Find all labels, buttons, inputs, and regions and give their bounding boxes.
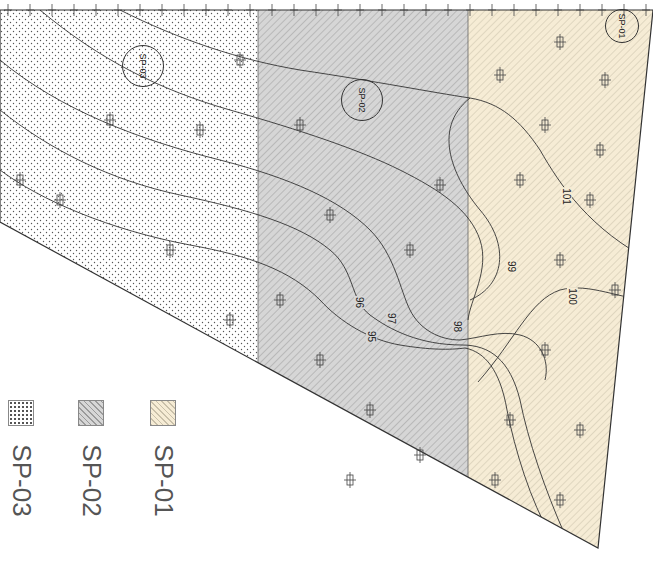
sample-cross [294,117,306,133]
sample-circle: SP-03 [122,45,164,87]
sample-cross [504,412,516,428]
grid-tick [554,10,562,11]
contour-label-box: 97 [386,313,399,324]
sample-circle: SP-02 [341,79,383,121]
sample-cross [609,282,621,298]
grid-tick [136,10,144,11]
legend-label: SP-03 [6,444,37,516]
grid-tick [642,10,650,11]
sample-cross [104,112,116,128]
grid-tick [378,10,386,11]
contour-elevation: 100 [567,287,578,306]
sample-cross [489,472,501,488]
contour-label-box: 95 [366,331,379,342]
sample-cross [224,312,236,328]
sample-cross [584,192,596,208]
sample-cross [574,422,586,438]
grid-tick [290,10,298,11]
sample-cross [539,342,551,358]
grid-tick [4,10,12,11]
grid-tick [510,10,518,11]
legend-entry: SP-03 [0,465,57,496]
contour-label-box: 96 [354,297,367,308]
sample-cross [599,72,611,88]
grid-tick [114,10,122,11]
sample-id: SP-03 [138,53,148,78]
sample-cross [234,52,246,68]
sample-cross [314,352,326,368]
grid-tick [48,10,56,11]
grid-tick [598,10,606,11]
sample-cross [274,292,286,308]
grid-tick [70,10,78,11]
sample-cross [539,117,551,133]
sample-cross [194,122,206,138]
grid-tick [180,10,188,11]
sample-cross [164,242,176,258]
grid-tick [466,10,474,11]
sample-cross [594,142,606,158]
legend-swatch [78,400,104,426]
sample-cross [404,242,416,258]
grid-tick [246,10,254,11]
sample-cross [414,447,426,463]
contour-label-box: 100 [563,291,582,302]
grid-tick [224,10,232,11]
sample-cross [494,67,506,83]
legend-label: SP-01 [148,444,179,516]
sample-cross [344,472,356,488]
legend-entry: SP-02 [55,465,127,496]
sample-cross [364,402,376,418]
sample-cross [554,34,566,50]
grid-tick [92,10,100,11]
contour-elevation: 96 [355,295,366,308]
sample-cross [554,492,566,508]
grid-tick [202,10,210,11]
sample-cross [324,207,336,223]
contour-label-box: 99 [506,261,519,272]
contour-label-box: 98 [452,321,465,332]
grid-tick [532,10,540,11]
grid-tick [334,10,342,11]
legend-swatch [150,400,176,426]
legend-entry: SP-01 [127,465,199,496]
grid-tick [312,10,320,11]
grid-tick [356,10,364,11]
sample-circle: SP-01 [605,9,639,43]
grid-tick [444,10,452,11]
contour-elevation: 101 [561,187,572,206]
sample-id: SP-01 [617,13,627,38]
sample-cross [554,252,566,268]
sample-cross [514,172,526,188]
legend-swatch [8,400,34,426]
sample-cross [54,192,66,208]
grid-tick [26,10,34,11]
grid-tick [268,10,276,11]
grid-tick [400,10,408,11]
contour-elevation: 95 [367,329,378,342]
contour-elevation: 98 [453,319,464,332]
legend-label: SP-02 [76,444,107,516]
grid-tick [422,10,430,11]
grid-tick [576,10,584,11]
contour-label-box: 101 [557,191,576,202]
sample-cross [434,177,446,193]
contour-elevation: 97 [387,311,398,324]
sample-cross [14,172,26,188]
grid-tick [158,10,166,11]
sample-id: SP-02 [357,87,367,112]
contour-elevation: 99 [507,259,518,272]
grid-tick [488,10,496,11]
